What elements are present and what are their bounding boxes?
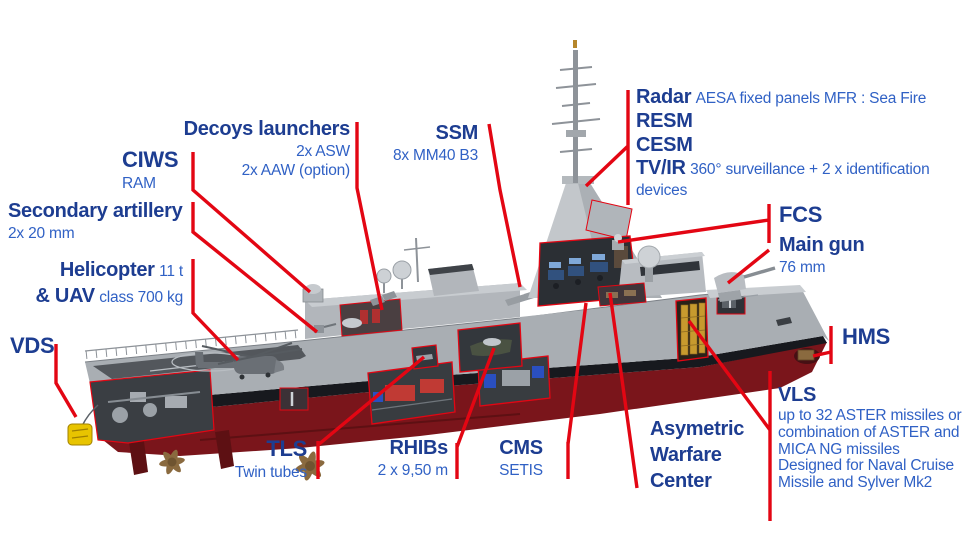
stern-cutaway [89, 369, 215, 444]
boot-stripe [95, 336, 827, 418]
label-rhibs: RHIBs 2 x 9,50 m [330, 437, 449, 480]
secondary-artillery-term: Secondary artillery [8, 200, 183, 222]
vds-term: VDS [10, 333, 55, 358]
pole-mast [551, 40, 601, 183]
leader-vls-line [687, 319, 772, 521]
label-hms: HMS [842, 324, 890, 350]
ssm-term: SSM [435, 122, 479, 144]
label-vls: VLS up to 32 ASTER missiles or combinati… [778, 384, 978, 492]
crew-cutaway [279, 387, 309, 411]
rhibs-term: RHIBs [389, 437, 448, 459]
label-fcs: FCS [779, 202, 822, 228]
helicopter-desc: 11 t [159, 263, 183, 280]
main-gun-term: Main gun [779, 234, 865, 256]
vls-desc-4: Designed for Naval Cruise [778, 457, 954, 475]
vds-body [67, 404, 99, 446]
leader-helicopter-line [191, 259, 240, 362]
satcom-radome [376, 260, 412, 293]
helicopter-graphic [195, 342, 303, 380]
leader-radar-line [584, 90, 630, 205]
label-asymetric-warfare-center: Asymetric Warfare Center [650, 416, 770, 494]
aft-mast [403, 237, 431, 283]
ssm-desc: 8x MM40 B3 [392, 147, 478, 164]
uav-desc: class 700 kg [99, 289, 183, 306]
vls-desc-2: combination of ASTER and [778, 423, 960, 441]
secondary-artillery-desc: 2x 20 mm [8, 225, 75, 242]
helicopter-term: Helicopter [59, 259, 155, 281]
awc-line-1: Asymetric [650, 418, 745, 440]
label-tls: TLS Twin tubes [210, 437, 307, 482]
tls-desc: Twin tubes [234, 464, 307, 481]
secondary-gun-mount [314, 323, 337, 333]
hms-term: HMS [842, 324, 890, 349]
wardroom-cutaway [597, 282, 647, 307]
leader-secondary-artillery-line [191, 202, 319, 334]
label-sensors-block: Radar AESA fixed panels MFR : Sea Fire R… [636, 86, 972, 201]
decoys-desc-2: 2x AAW (option) [241, 162, 351, 179]
ciws-desc: RAM [122, 175, 156, 192]
leader-vds-line [54, 344, 78, 418]
radar-term: Radar [636, 86, 692, 108]
vls-desc-5: Missile and Sylver Mk2 [778, 474, 933, 492]
awc-line-2: Warfare [650, 444, 722, 466]
funnel [428, 264, 479, 296]
leader-ssm-line [487, 123, 522, 288]
bridge-windows [640, 261, 700, 276]
awc-line-3: Center [650, 470, 712, 492]
label-secondary-artillery: Secondary artillery 2x 20 mm [8, 200, 183, 243]
leader-main-gun-line [726, 248, 771, 285]
rudder [215, 430, 234, 469]
label-decoys: Decoys launchers 2x ASW 2x AAW (option) [140, 118, 351, 180]
leader-fcs-line [617, 204, 771, 244]
leader-awc-line [608, 292, 639, 489]
tv-ir-term: TV/IR [636, 157, 686, 179]
label-cms: CMS SETIS [488, 437, 554, 480]
vls-desc-3: MICA NG missiles [778, 440, 900, 458]
cesm-term: CESM [636, 134, 693, 156]
leader-rhibs-line [455, 347, 496, 479]
ciws-term: CIWS [122, 147, 179, 172]
leader-cms-line [566, 302, 588, 479]
rudder [128, 434, 148, 475]
label-helicopter: Helicopter 11 t & UAV class 700 kg [0, 258, 184, 310]
rhib-bay-cutaway [457, 322, 523, 373]
rhibs-desc: 2 x 9,50 m [377, 462, 449, 479]
tls-term: TLS [266, 436, 307, 461]
engine-room-cutaway [477, 355, 551, 407]
decoys-term: Decoys launchers [183, 118, 351, 140]
label-main-gun: Main gun 76 mm [779, 234, 865, 277]
resm-term: RESM [636, 110, 693, 132]
cms-term: CMS [499, 437, 543, 459]
vls-cutaway [675, 297, 709, 362]
label-vds: VDS [10, 333, 55, 359]
uav-term: & UAV [35, 285, 96, 307]
hangar-cutaway [339, 298, 403, 337]
label-ciws: CIWS RAM [122, 147, 179, 193]
tv-ir-desc: 360° surveillance + 2 x identification d… [636, 161, 930, 199]
vls-term: VLS [778, 384, 816, 406]
leader-ciws-line [191, 152, 312, 294]
label-ssm: SSM 8x MM40 B3 [320, 122, 478, 165]
hangar-block [302, 237, 527, 339]
main-gun-desc: 76 mm [779, 259, 826, 276]
leader-lines [54, 90, 833, 521]
engine-room-cutaway [367, 361, 456, 425]
vls-desc-1: up to 32 ASTER missiles or [778, 407, 962, 424]
decoys-desc-1: 2x ASW [296, 143, 350, 160]
leader-tls-line [316, 355, 426, 479]
satcom-sphere [637, 245, 661, 282]
fcs-term: FCS [779, 202, 823, 227]
underwater-hull [95, 342, 827, 456]
cms-desc: SETIS [499, 462, 543, 479]
leader-decoys-line [355, 122, 384, 311]
radar-desc: AESA fixed panels MFR : Sea Fire [695, 90, 927, 107]
leader-hms-line [812, 326, 833, 364]
anchor-recess [776, 317, 792, 326]
propeller [159, 449, 185, 475]
